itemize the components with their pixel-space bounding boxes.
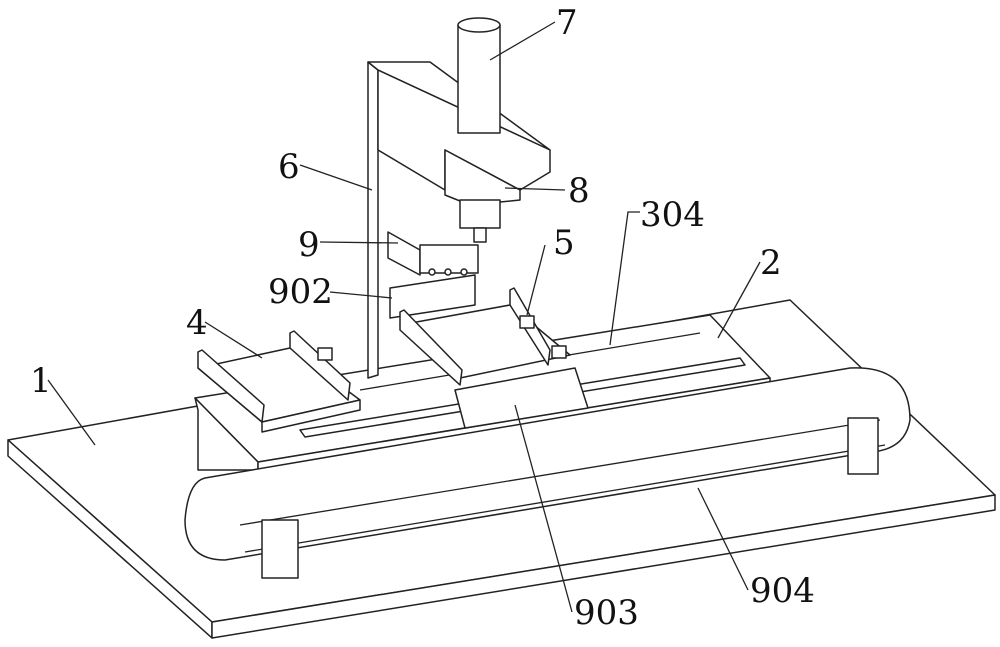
clamp (387, 231, 479, 319)
label-304: 304 (640, 195, 705, 235)
leader-lines (47, 21, 761, 613)
label-5: 5 (553, 223, 575, 263)
conveyor (184, 367, 911, 579)
label-4: 4 (186, 303, 208, 343)
tray-5 (399, 287, 589, 429)
spindle (444, 149, 521, 243)
label-8: 8 (568, 171, 590, 211)
label-9: 9 (298, 225, 320, 265)
label-2: 2 (760, 243, 782, 283)
label-903: 903 (574, 593, 639, 633)
label-904: 904 (750, 571, 815, 611)
label-6: 6 (278, 147, 300, 187)
label-7: 7 (556, 3, 578, 43)
label-902: 902 (268, 272, 333, 312)
tray-4 (197, 330, 361, 433)
motor (457, 17, 501, 134)
label-1: 1 (30, 361, 52, 401)
